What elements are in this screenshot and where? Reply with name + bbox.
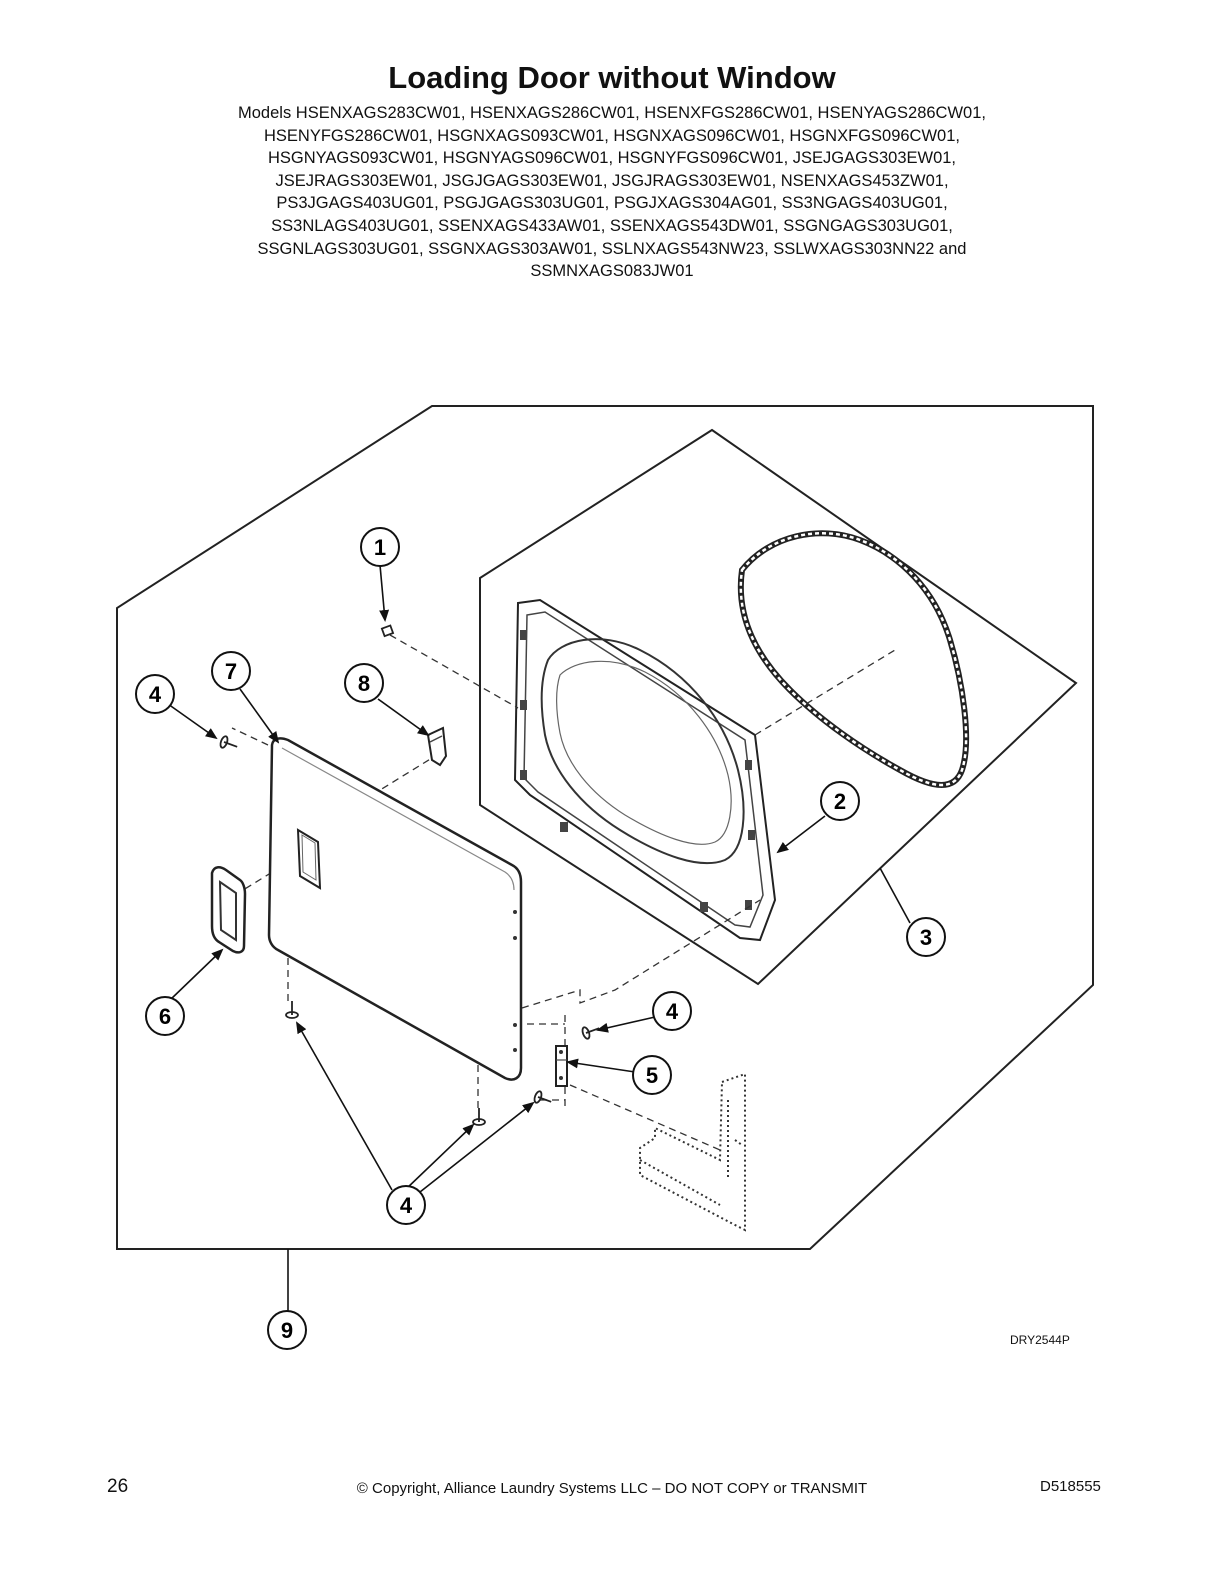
leader-lines xyxy=(167,564,911,1311)
model-list-line: SS3NLAGS403UG01, SSENXAGS433AW01, SSENXA… xyxy=(271,216,953,235)
model-list-line: SSMNXAGS083JW01 xyxy=(530,262,694,281)
cabinet-bracket xyxy=(639,1072,746,1232)
svg-text:1: 1 xyxy=(374,535,386,560)
svg-text:2: 2 xyxy=(834,789,846,814)
door-clip xyxy=(380,624,395,638)
model-list: Models HSENXAGS283CW01, HSENXAGS286CW01,… xyxy=(212,102,1012,283)
door-handle xyxy=(210,866,247,954)
svg-text:7: 7 xyxy=(225,659,237,684)
copyright-notice: © Copyright, Alliance Laundry Systems LL… xyxy=(356,1480,868,1497)
inner-door-boundary xyxy=(479,428,1078,986)
screw xyxy=(472,1108,486,1126)
callout-4: 4 xyxy=(652,991,692,1031)
model-list-line: Models HSENXAGS283CW01, HSENXAGS286CW01,… xyxy=(238,104,986,122)
svg-text:5: 5 xyxy=(646,1063,658,1088)
model-list-line: SSGNLAGS303UG01, SSGNXAGS303AW01, SSLNXA… xyxy=(257,239,967,258)
callout-1: 1 xyxy=(360,527,400,567)
screws xyxy=(219,735,600,1126)
callout-6: 6 xyxy=(145,996,185,1036)
door-gasket xyxy=(737,530,970,788)
callout-7: 7 xyxy=(211,651,251,691)
svg-text:4: 4 xyxy=(400,1193,413,1218)
drawing-code: DRY2544P xyxy=(1010,1333,1070,1347)
door-hinge xyxy=(555,1045,568,1087)
model-list-line: JSEJRAGS303EW01, JSGJGAGS303EW01, JSGJRA… xyxy=(275,171,949,190)
screw xyxy=(285,1001,299,1019)
callout-5: 5 xyxy=(632,1055,672,1095)
screw xyxy=(581,1026,600,1040)
page-number: 26 xyxy=(107,1476,129,1497)
callout-4: 4 xyxy=(386,1185,426,1225)
screw xyxy=(219,735,238,749)
callout-3: 3 xyxy=(906,917,946,957)
svg-text:6: 6 xyxy=(159,1004,171,1029)
model-list-line: PS3JGAGS403UG01, PSGJGAGS303UG01, PSGJXA… xyxy=(276,194,948,213)
assembly-boundary xyxy=(116,405,1094,1250)
svg-text:4: 4 xyxy=(666,999,679,1024)
model-list-line: HSENYFGS286CW01, HSGNXAGS093CW01, HSGNXA… xyxy=(264,126,960,145)
screw xyxy=(533,1090,552,1104)
svg-text:4: 4 xyxy=(149,682,162,707)
callout-8: 8 xyxy=(344,663,384,703)
callout-2: 2 xyxy=(820,781,860,821)
svg-text:9: 9 xyxy=(281,1318,293,1343)
door-strike xyxy=(426,726,448,767)
inner-door-panel xyxy=(513,598,777,942)
svg-text:3: 3 xyxy=(920,925,932,950)
document-number: D518555 xyxy=(1040,1478,1101,1495)
callout-9: 9 xyxy=(267,1310,307,1350)
outer-door-panel xyxy=(267,737,523,1081)
page-title: Loading Door without Window xyxy=(388,60,836,95)
model-list-line: HSGNYAGS093CW01, HSGNYAGS096CW01, HSGNYF… xyxy=(267,149,957,168)
callout-4: 4 xyxy=(135,674,175,714)
svg-text:8: 8 xyxy=(358,671,370,696)
